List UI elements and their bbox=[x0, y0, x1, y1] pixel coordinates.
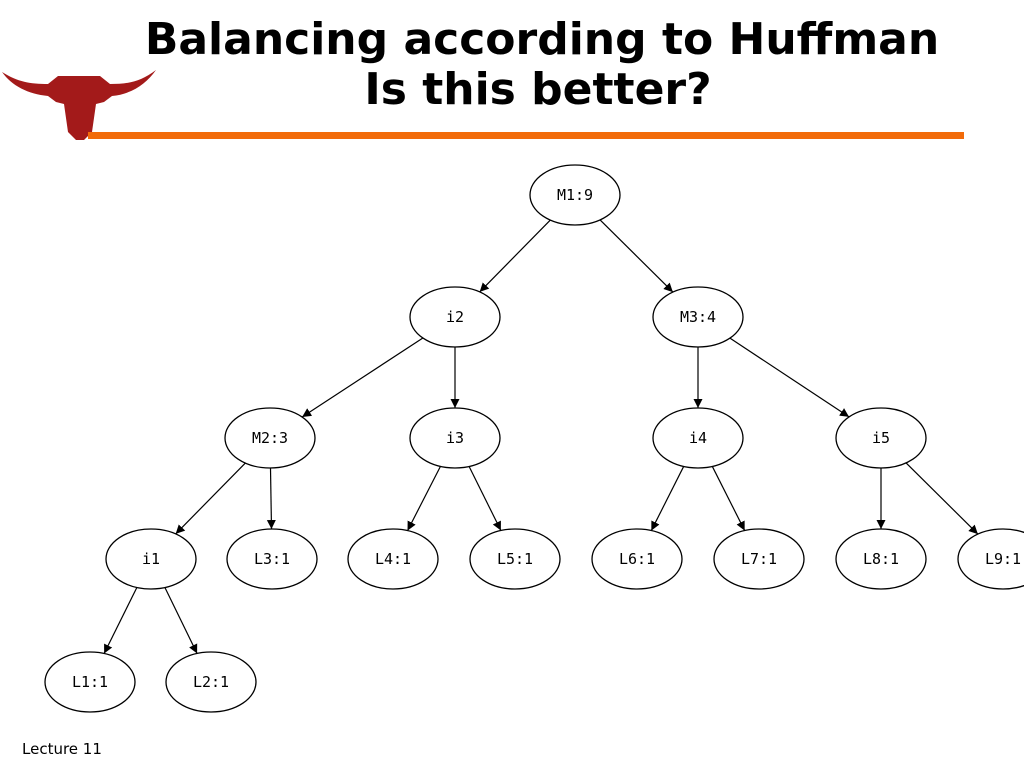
node-label: L7:1 bbox=[741, 550, 777, 568]
node-ellipse bbox=[409, 407, 501, 469]
tree-node-l8: L8:1 bbox=[835, 528, 927, 590]
edge-i3-to-l5 bbox=[468, 466, 502, 531]
node-ellipse bbox=[469, 528, 561, 590]
node-ellipse bbox=[713, 528, 805, 590]
node-label: M2:3 bbox=[252, 429, 288, 447]
node-label: i1 bbox=[142, 550, 160, 568]
node-label: L9:1 bbox=[985, 550, 1021, 568]
tree-node-i4: i4 bbox=[652, 407, 744, 469]
longhorn-icon bbox=[2, 70, 156, 140]
edge-i3-to-l4 bbox=[407, 466, 441, 531]
node-ellipse bbox=[226, 528, 318, 590]
node-label: L1:1 bbox=[72, 673, 108, 691]
node-label: L2:1 bbox=[193, 673, 229, 691]
edge-i1-to-l1 bbox=[103, 587, 138, 654]
slide-title: Balancing according to Huffman bbox=[144, 14, 940, 65]
tree-node-i2: i2 bbox=[409, 286, 501, 348]
edge-m1-to-i2 bbox=[479, 219, 551, 293]
node-label: i3 bbox=[446, 429, 464, 447]
tree-node-l3: L3:1 bbox=[226, 528, 318, 590]
node-label: M3:4 bbox=[680, 308, 716, 326]
node-label: M1:9 bbox=[557, 186, 593, 204]
edge-i4-to-l7 bbox=[711, 466, 746, 531]
tree-node-i3: i3 bbox=[409, 407, 501, 469]
footer-lecture-label: Lecture 11 bbox=[22, 740, 102, 758]
edge-m2-to-l3 bbox=[266, 467, 276, 530]
node-ellipse bbox=[529, 164, 621, 226]
edge-i5-to-l9 bbox=[905, 462, 979, 535]
node-ellipse bbox=[224, 407, 316, 469]
node-ellipse bbox=[44, 651, 136, 713]
node-ellipse bbox=[165, 651, 257, 713]
tree-node-l2: L2:1 bbox=[165, 651, 257, 713]
edge-i4-to-l6 bbox=[650, 466, 685, 531]
tree-node-i5: i5 bbox=[835, 407, 927, 469]
node-label: L5:1 bbox=[497, 550, 533, 568]
node-label: i4 bbox=[689, 429, 707, 447]
edge-m2-to-i1 bbox=[175, 462, 246, 535]
node-label: L3:1 bbox=[254, 550, 290, 568]
node-ellipse bbox=[652, 286, 744, 348]
edge-m3-to-i5 bbox=[729, 337, 850, 418]
tree-node-l9: L9:1 bbox=[957, 528, 1024, 590]
tree-node-l6: L6:1 bbox=[591, 528, 683, 590]
tree-node-l5: L5:1 bbox=[469, 528, 561, 590]
node-label: L4:1 bbox=[375, 550, 411, 568]
node-ellipse bbox=[835, 528, 927, 590]
node-ellipse bbox=[409, 286, 501, 348]
slide-subtitle: Is this better? bbox=[364, 64, 712, 115]
tree-node-l4: L4:1 bbox=[347, 528, 439, 590]
node-label: L8:1 bbox=[863, 550, 899, 568]
tree-node-m2: M2:3 bbox=[224, 407, 316, 469]
node-label: i2 bbox=[446, 308, 464, 326]
tree-node-i1: i1 bbox=[105, 528, 197, 590]
tree-node-l1: L1:1 bbox=[44, 651, 136, 713]
node-label: L6:1 bbox=[619, 550, 655, 568]
node-ellipse bbox=[652, 407, 744, 469]
edge-i2-to-m2 bbox=[301, 337, 424, 418]
node-ellipse bbox=[835, 407, 927, 469]
node-ellipse bbox=[105, 528, 197, 590]
tree-node-m3: M3:4 bbox=[652, 286, 744, 348]
node-ellipse bbox=[347, 528, 439, 590]
node-ellipse bbox=[957, 528, 1024, 590]
title-underline-rule bbox=[88, 132, 964, 139]
longhorn-shape bbox=[2, 70, 156, 140]
node-ellipse bbox=[591, 528, 683, 590]
node-label: i5 bbox=[872, 429, 890, 447]
edge-m1-to-m3 bbox=[599, 219, 674, 293]
tree-node-m1: M1:9 bbox=[529, 164, 621, 226]
edge-i1-to-l2 bbox=[164, 587, 198, 654]
tree-node-l7: L7:1 bbox=[713, 528, 805, 590]
